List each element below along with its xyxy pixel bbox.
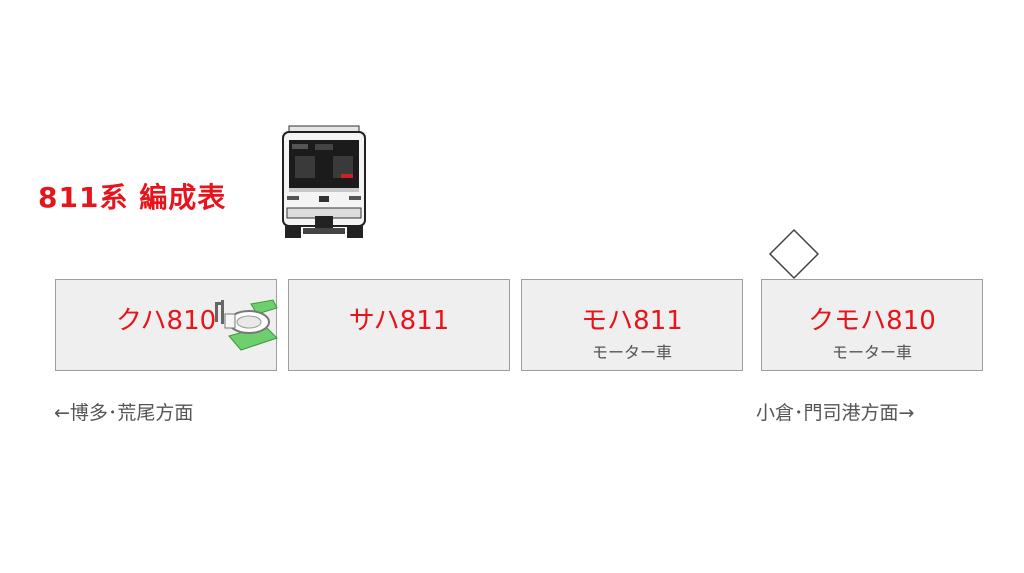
car-3: モハ811 モーター車 [521, 279, 743, 371]
car-name: モハ811 [581, 306, 683, 336]
pantograph-icon [768, 228, 820, 280]
direction-left: ←博多･荒尾方面 [54, 402, 194, 424]
car-name: サハ811 [348, 306, 450, 336]
toilet-icon [215, 299, 278, 351]
direction-right: 小倉･門司港方面→ [756, 402, 915, 424]
car-name: クハ810 [115, 306, 217, 336]
car-4: クモハ810 モーター車 [761, 279, 983, 371]
car-subtitle: モーター車 [591, 343, 672, 362]
page-title: 811系 編成表 [38, 181, 227, 214]
car-name: クモハ810 [808, 306, 936, 336]
car-subtitle: モーター車 [831, 343, 912, 362]
train-front-icon [282, 125, 366, 238]
car-2: サハ811 [288, 279, 510, 371]
car-1: クハ810 [55, 279, 278, 371]
